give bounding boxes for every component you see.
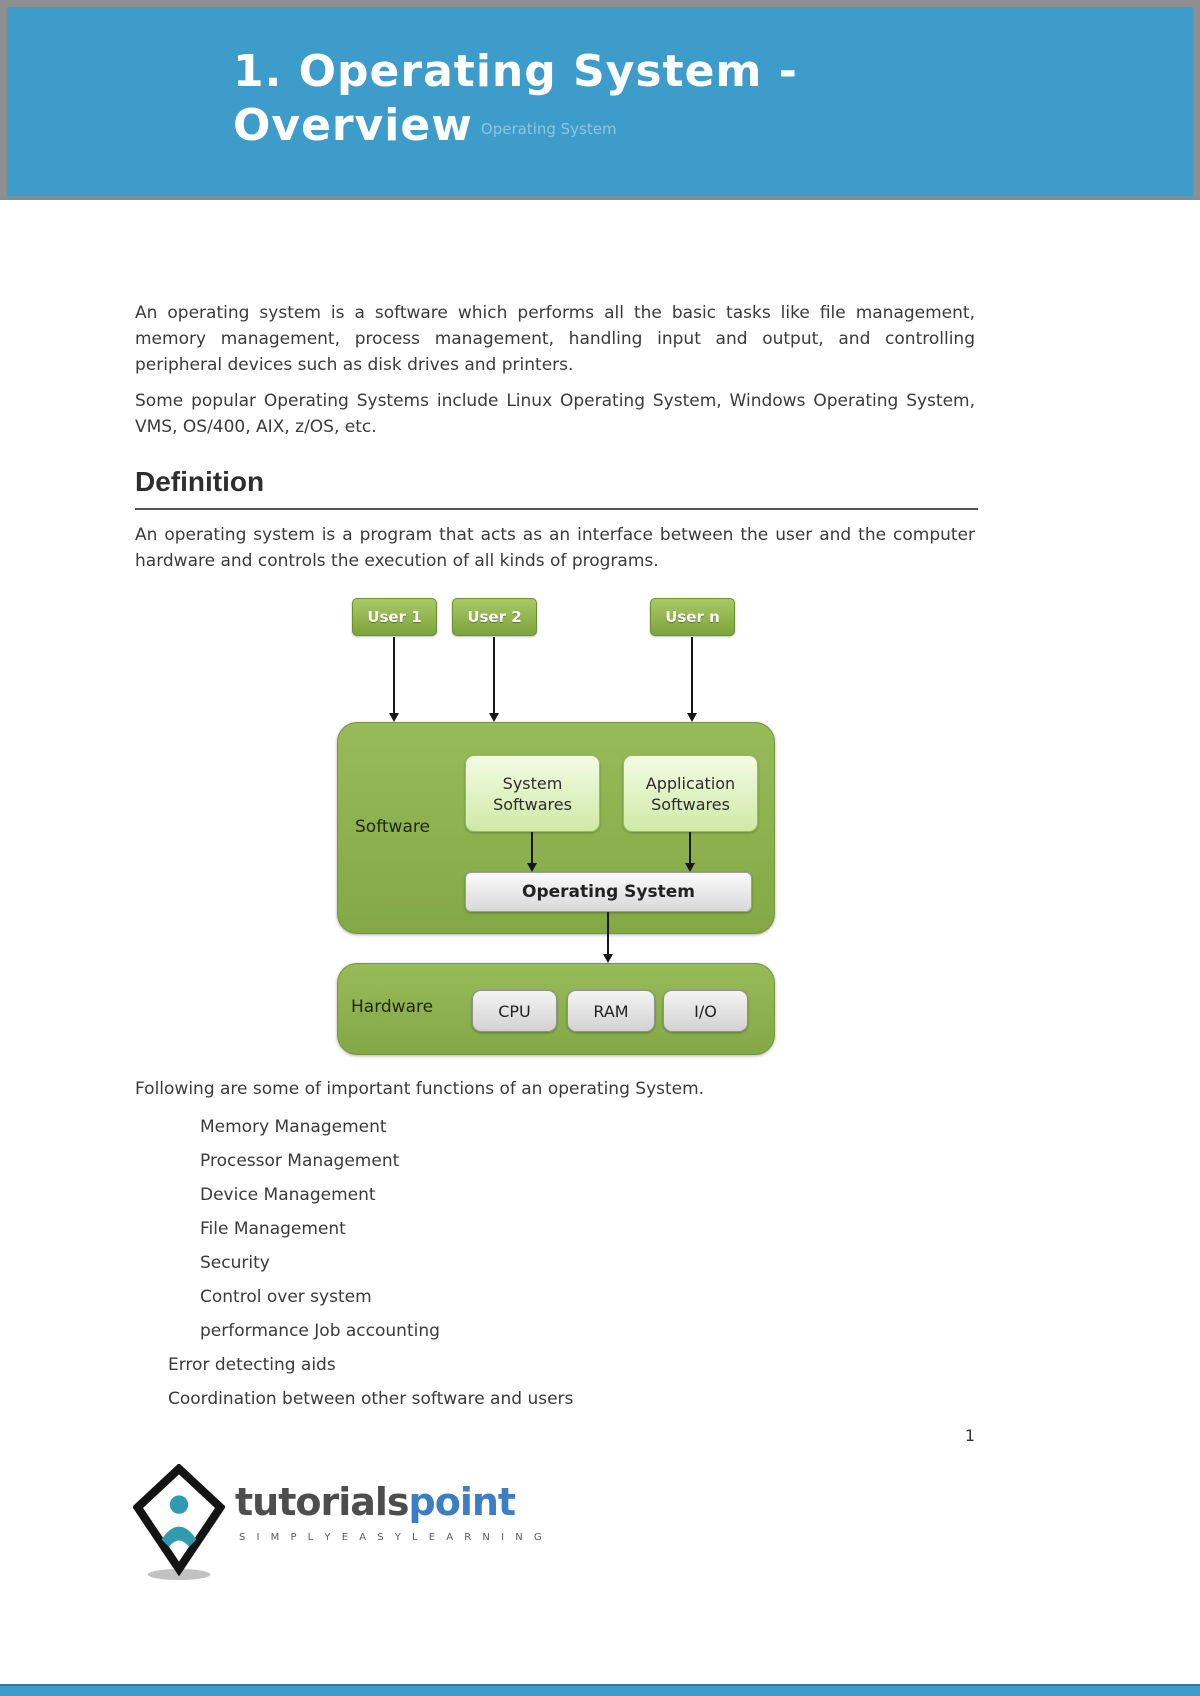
intro-paragraph-2: Some popular Operating Systems include L… — [135, 391, 975, 437]
list-item: File Management — [200, 1219, 346, 1239]
arrow-appsw-to-os — [685, 832, 695, 872]
tutorialspoint-logo: tutorialspoint S I M P L Y E A S Y L E A… — [132, 1463, 546, 1586]
logo-word-point: point — [408, 1480, 517, 1524]
intro-paragraph-1: An operating system is a software which … — [135, 303, 975, 375]
logo-tagline: S I M P L Y E A S Y L E A R N I N G — [239, 1532, 546, 1543]
list-item: performance Job accounting — [200, 1321, 440, 1341]
title-line-2: Overview — [233, 100, 473, 151]
logo-word-tutorials: tutorials — [235, 1480, 410, 1524]
definition-heading: Definition — [135, 466, 265, 497]
arrow-systemsw-to-os — [527, 832, 537, 872]
list-item: Security — [200, 1253, 270, 1273]
logo-wordmark: tutorialspoint — [235, 1480, 517, 1524]
list-item: Error detecting aids — [168, 1355, 336, 1375]
list-item: Memory Management — [200, 1117, 387, 1137]
list-item: Processor Management — [200, 1151, 400, 1171]
list-item: Coordination between other software and … — [168, 1389, 574, 1409]
arrow-usern-to-software — [687, 637, 697, 722]
application-softwares-box: Application Softwares — [623, 755, 758, 832]
tutorialspoint-logo-icon — [132, 1463, 226, 1586]
system-softwares-box: System Softwares — [465, 755, 600, 832]
io-box: I/O — [663, 990, 748, 1032]
definition-rule — [135, 508, 978, 510]
page-number: 1 — [964, 1426, 975, 1445]
ram-box: RAM — [567, 990, 655, 1032]
title-line-1: 1. Operating System - — [233, 46, 798, 97]
header-watermark: Operating System — [480, 120, 617, 138]
user-1-box: User 1 — [352, 598, 437, 636]
page-title: 1. Operating System - Overview Operating … — [7, 7, 1193, 156]
operating-system-box: Operating System — [465, 872, 752, 912]
functions-intro: Following are some of important function… — [135, 1079, 705, 1099]
user-n-box: User n — [650, 598, 735, 636]
list-item: Device Management — [200, 1185, 376, 1205]
arrow-user1-to-software — [389, 637, 399, 722]
software-label: Software — [355, 817, 430, 837]
bottom-accent-bar — [0, 1684, 1200, 1696]
cpu-box: CPU — [472, 990, 557, 1032]
definition-paragraph: An operating system is a program that ac… — [135, 525, 975, 571]
hardware-label: Hardware — [351, 997, 434, 1017]
logo-text-column: tutorialspoint S I M P L Y E A S Y L E A… — [235, 1464, 546, 1543]
arrow-os-to-hardware — [603, 912, 613, 963]
functions-list: Memory Management Processor Management D… — [135, 1110, 975, 1416]
arrow-user2-to-software — [489, 637, 499, 722]
user-2-box: User 2 — [452, 598, 537, 636]
list-item: Control over system — [200, 1287, 372, 1307]
header-band: 1. Operating System - Overview Operating … — [0, 0, 1200, 200]
os-structure-diagram: User 1 User 2 User n Software System Sof… — [337, 595, 777, 1057]
